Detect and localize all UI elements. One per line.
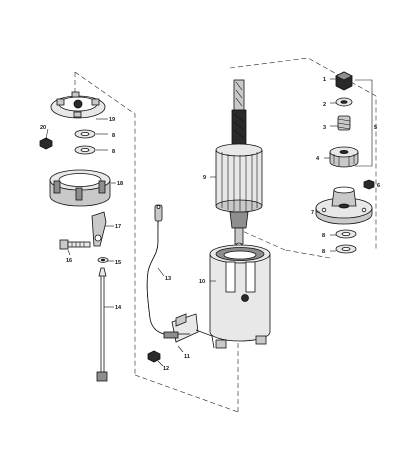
pinion-gear	[329, 146, 359, 168]
through-bolt	[96, 267, 108, 382]
callout-18: 18	[117, 181, 123, 187]
brush-nut	[39, 137, 53, 150]
callout-8-right-lower: 8	[322, 249, 325, 255]
washer-lower-left	[74, 145, 96, 155]
drive-group-bracket-line	[355, 79, 373, 167]
commutator-end-cap	[49, 169, 111, 207]
callout-1: 1	[323, 77, 326, 83]
callout-5: 5	[374, 125, 377, 131]
field-housing	[209, 244, 271, 349]
callout-4: 4	[316, 156, 320, 162]
callout-7: 7	[311, 210, 314, 216]
callout-19: 19	[109, 117, 115, 123]
brush-plate	[50, 91, 106, 119]
callout-3: 3	[323, 125, 326, 131]
callout-6: 6	[377, 183, 380, 189]
lead-wire	[146, 204, 165, 335]
bracket-nut	[363, 179, 375, 190]
drive-nut	[335, 71, 353, 91]
callout-20: 20	[40, 125, 46, 131]
drive-collar	[335, 97, 353, 107]
callout-16: 16	[66, 258, 72, 264]
callout-labels: 1 2 3 4 5 6 7 8 8 8 8 9 10 11 12 13 14 1…	[40, 77, 380, 372]
drive-end-head	[315, 186, 373, 225]
terminal-nut	[147, 350, 161, 363]
callout-2: 2	[323, 102, 326, 108]
callout-8-left-lower: 8	[112, 149, 115, 155]
callout-12: 12	[163, 366, 169, 372]
callout-17: 17	[115, 224, 121, 230]
armature	[215, 79, 263, 250]
callout-8-left-upper: 8	[112, 133, 115, 139]
leader-lines	[45, 78, 338, 367]
callout-14: 14	[115, 305, 122, 311]
callout-15: 15	[115, 260, 121, 266]
washer-upper-right	[335, 229, 357, 239]
through-bolt-washer	[97, 257, 109, 263]
callout-13: 13	[165, 276, 171, 282]
bracket-bolt	[59, 239, 91, 250]
callout-10: 10	[199, 279, 205, 285]
washer-upper-left	[74, 129, 96, 139]
alignment-lines	[74, 57, 377, 413]
callout-11: 11	[184, 354, 190, 360]
drive-spring	[337, 115, 351, 131]
callout-8-right-upper: 8	[322, 233, 325, 239]
washer-lower-right	[335, 244, 357, 254]
field-terminal	[163, 313, 215, 349]
mounting-bracket	[91, 211, 107, 247]
callout-9: 9	[203, 175, 206, 181]
